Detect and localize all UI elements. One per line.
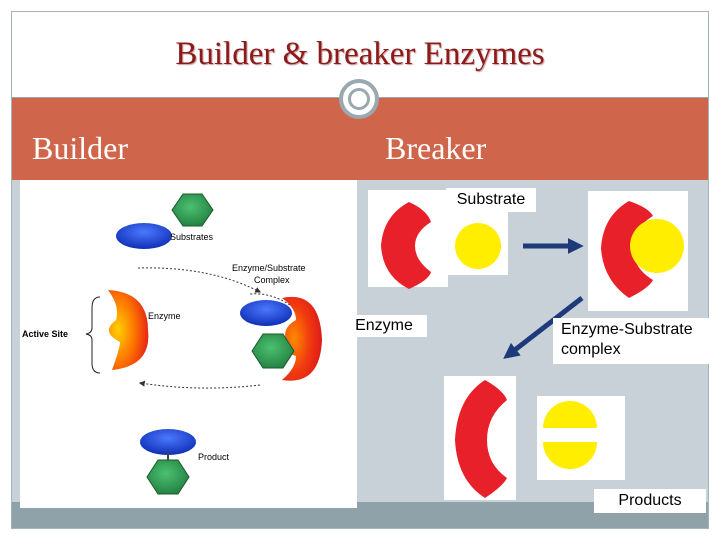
arrow-to-complex	[137, 267, 262, 293]
product-label: Product	[198, 452, 230, 462]
arrow-to-products	[503, 296, 584, 359]
complex-blue-oval	[240, 300, 292, 326]
product-green-hexagon	[146, 459, 190, 495]
released-enzyme-red-shape	[455, 380, 507, 498]
slide-frame	[11, 11, 709, 529]
enzyme-shape	[108, 290, 149, 370]
enzyme-red-shape	[381, 202, 431, 289]
active-site-bracket	[85, 296, 101, 374]
complex-yellow-circle	[630, 219, 684, 273]
arrow-to-product	[138, 380, 261, 389]
substrate-label: Substrate	[446, 188, 536, 212]
product-bottom-half	[543, 442, 597, 469]
breaker-heading: Breaker	[385, 130, 487, 166]
enzyme-label: Enzyme	[341, 315, 427, 337]
breaker-diagram	[368, 190, 688, 500]
builder-heading: Builder	[32, 130, 128, 166]
complex-label-line1: Enzyme/Substrate	[232, 263, 306, 273]
complex-label-line2: complex	[561, 341, 621, 358]
products-label: Products	[594, 489, 706, 513]
enzyme-label: Enzyme	[148, 311, 181, 321]
complex-enzyme-shape	[282, 296, 322, 381]
builder-diagram: Substrates Enzyme/Substrate Complex Enzy…	[20, 180, 357, 508]
slide-title: Builder & breaker Enzymes	[175, 36, 545, 72]
complex-label: Enzyme-Substrate complex	[553, 318, 719, 364]
active-site-label: Active Site	[22, 329, 68, 339]
product-blue-oval	[140, 429, 196, 455]
substrate-blue-oval	[116, 223, 172, 249]
builder-diagram-svg: Substrates Enzyme/Substrate Complex Enzy…	[22, 193, 322, 495]
substrate-yellow-circle	[455, 223, 501, 269]
product-top-half	[543, 401, 597, 428]
complex-label-line1: Enzyme-Substrate	[561, 321, 693, 338]
ring-ornament-icon	[339, 79, 379, 119]
substrates-label: Substrates	[170, 232, 214, 242]
substrate-green-hexagon	[171, 193, 214, 227]
complex-green-hexagon	[251, 333, 295, 369]
complex-label-line2: Complex	[254, 275, 290, 285]
